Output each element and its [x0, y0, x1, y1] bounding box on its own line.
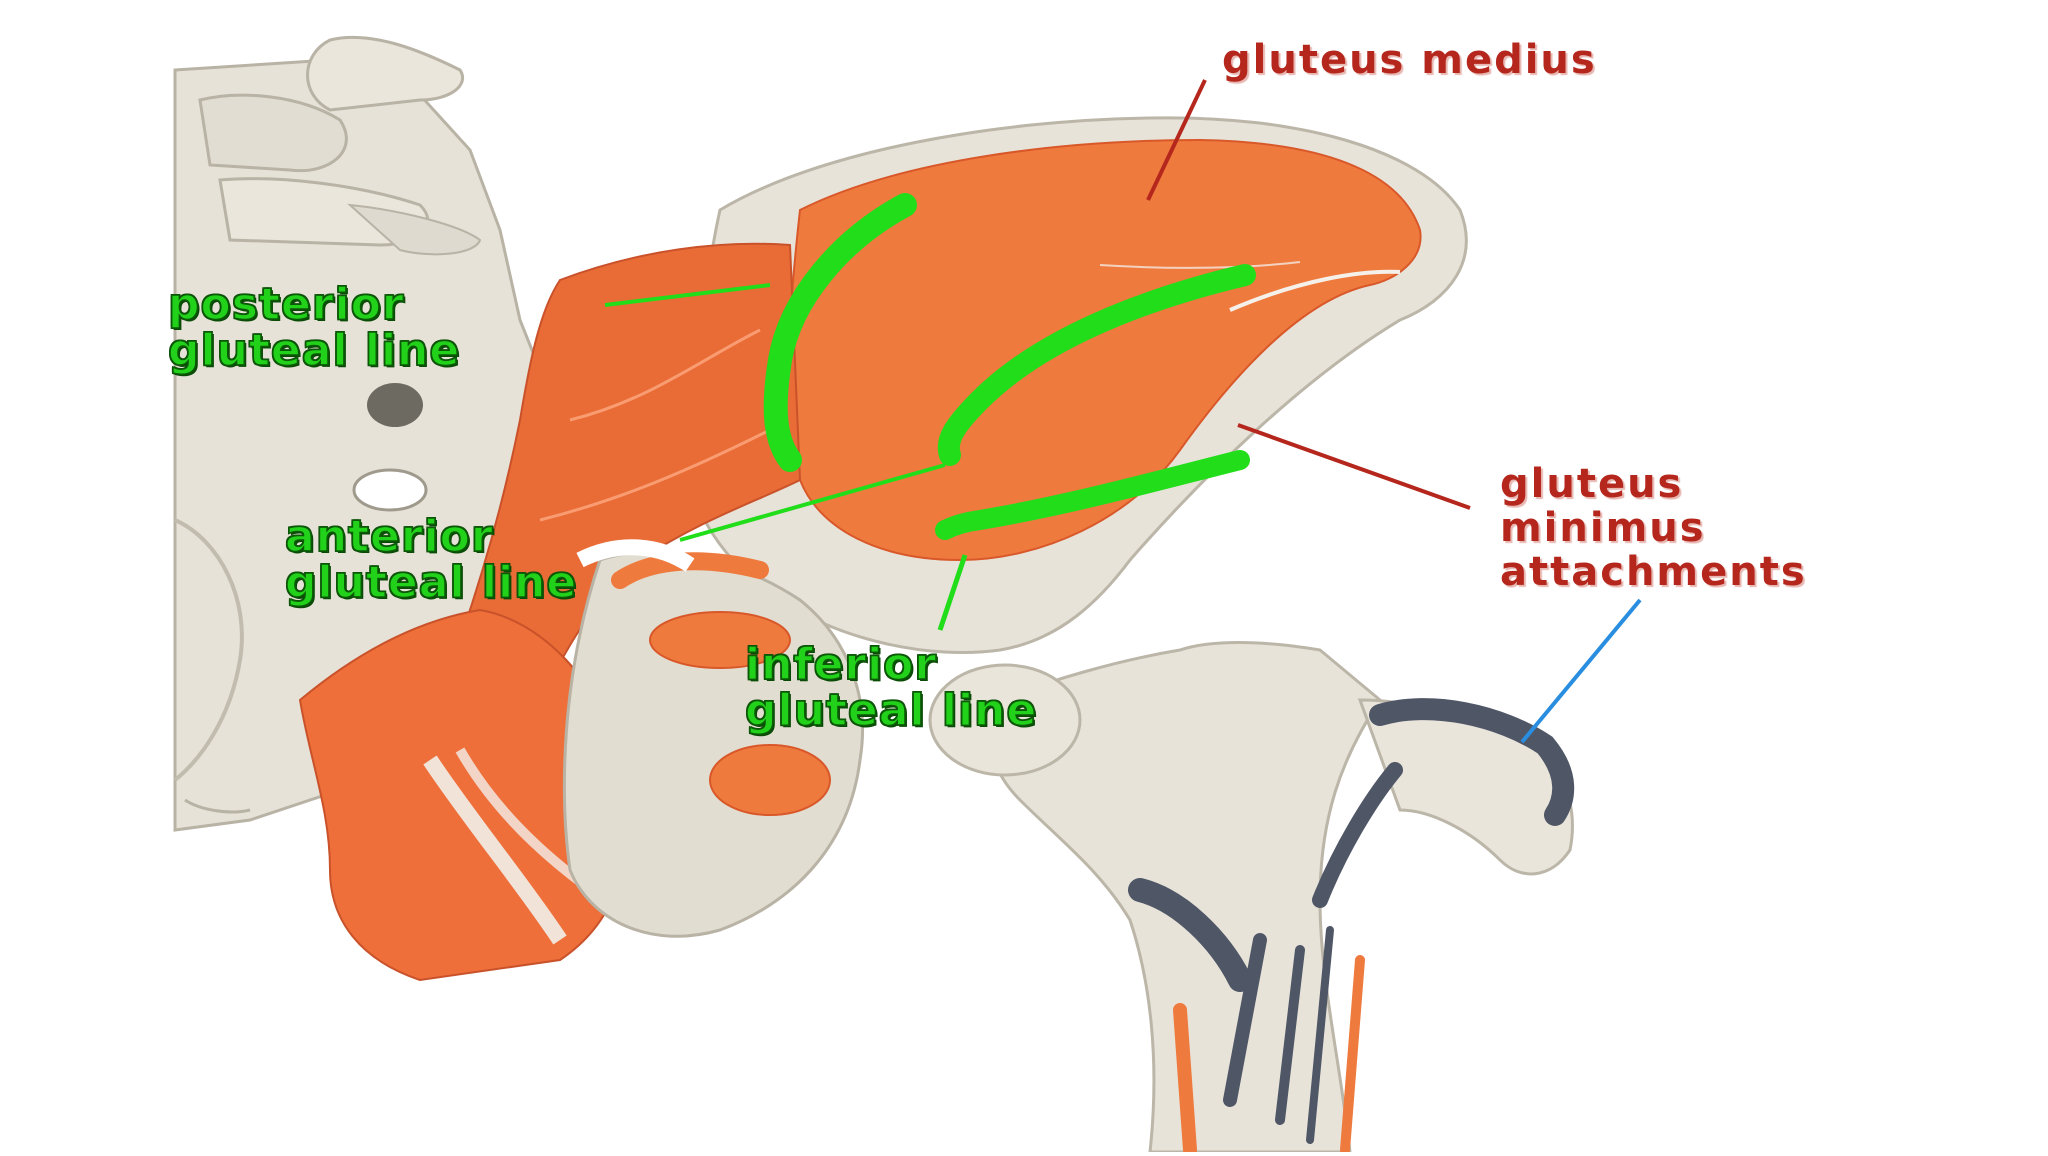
gluteus-minimus-leader — [1237, 423, 1471, 510]
gluteal-lines — [763, 193, 1256, 540]
inferior-leader — [937, 554, 968, 631]
label-posterior-gluteal-line: posterior gluteal line — [167, 279, 461, 376]
ilium — [687, 116, 1468, 655]
inferior-gluteal-line-mark — [935, 450, 1250, 540]
posterior-gluteal-line-mark — [763, 193, 917, 472]
posterior-muscles — [298, 242, 802, 982]
anterior-gluteal-line-mark — [937, 264, 1256, 466]
label-gluteus-medius: gluteus medius — [1222, 37, 1597, 83]
anterior-leader — [679, 463, 946, 542]
femur — [928, 641, 1575, 1156]
label-gluteus-minimus-attachments: gluteus minimus attachments — [1500, 461, 1807, 595]
ischium — [562, 539, 864, 938]
leader-lines — [604, 79, 1642, 744]
gluteus-medius-leader — [1146, 79, 1207, 201]
attachment-leader — [1520, 598, 1642, 744]
label-anterior-gluteal-line: anterior gluteal line — [284, 511, 578, 608]
label-inferior-gluteal-line: inferior gluteal line — [744, 639, 1038, 736]
posterior-leader — [604, 283, 771, 307]
